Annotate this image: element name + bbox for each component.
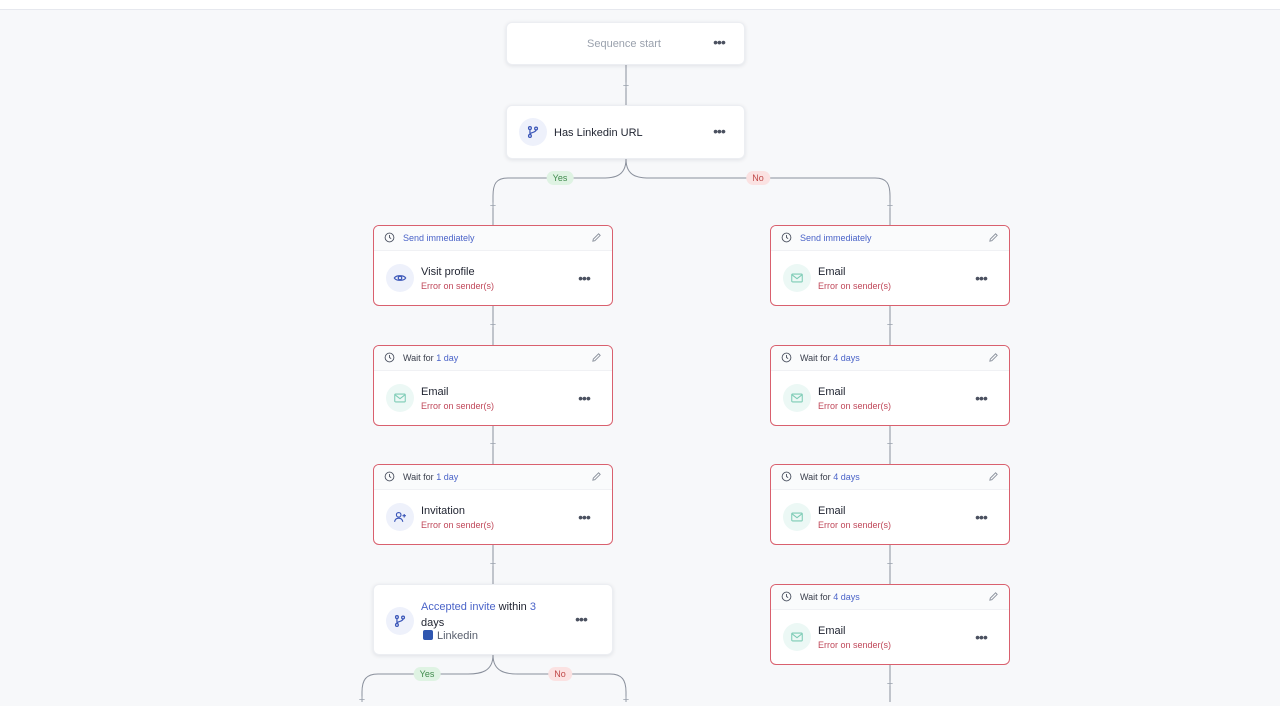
step-error: Error on sender(s) xyxy=(818,401,892,411)
add-step-button[interactable]: + xyxy=(489,558,497,570)
step-timing: Wait for 4 days xyxy=(800,472,860,482)
step-error: Error on sender(s) xyxy=(421,520,495,530)
more-options-icon[interactable]: ••• xyxy=(575,611,588,627)
step-email[interactable]: Send immediately Email Error on sender(s… xyxy=(770,225,1010,306)
user-plus-icon xyxy=(386,503,414,531)
step-header xyxy=(771,346,1009,371)
step-visit-profile[interactable]: Send immediately Visit profile Error on … xyxy=(373,225,613,306)
branch-icon xyxy=(519,118,547,146)
step-error: Error on sender(s) xyxy=(421,281,495,291)
linkedin-icon xyxy=(423,630,433,640)
pencil-icon[interactable] xyxy=(988,471,999,482)
step-timing: Wait for 1 day xyxy=(403,472,459,482)
more-options-icon[interactable]: ••• xyxy=(578,390,591,406)
pencil-icon[interactable] xyxy=(591,232,602,243)
add-step-button[interactable]: + xyxy=(622,80,630,92)
more-options-icon[interactable]: ••• xyxy=(578,509,591,525)
add-step-button[interactable]: + xyxy=(622,694,630,706)
clock-icon xyxy=(781,232,792,243)
add-step-button[interactable]: + xyxy=(886,558,894,570)
linkedin-channel: Linkedin xyxy=(423,630,478,642)
step-title: Email xyxy=(818,505,846,517)
mail-icon xyxy=(386,384,414,412)
step-title: Visit profile xyxy=(421,266,475,278)
step-timing: Wait for 1 day xyxy=(403,353,459,363)
pencil-icon[interactable] xyxy=(591,471,602,482)
sequence-start-label: Sequence start xyxy=(587,38,661,50)
branch-yes-label: Yes xyxy=(546,171,574,185)
mail-icon xyxy=(783,623,811,651)
clock-icon xyxy=(781,352,792,363)
clock-icon xyxy=(384,232,395,243)
add-step-button[interactable]: + xyxy=(358,694,366,706)
branch-no-label: No xyxy=(548,667,572,681)
step-timing: Wait for 4 days xyxy=(800,353,860,363)
add-step-button[interactable]: + xyxy=(489,438,497,450)
more-options-icon[interactable]: ••• xyxy=(975,270,988,286)
more-options-icon[interactable]: ••• xyxy=(975,629,988,645)
step-title: Invitation xyxy=(421,505,466,517)
branch-yes-label: Yes xyxy=(413,667,441,681)
pencil-icon[interactable] xyxy=(988,232,999,243)
add-step-button[interactable]: + xyxy=(489,319,497,331)
clock-icon xyxy=(781,471,792,482)
step-email[interactable]: Wait for 1 day Email Error on sender(s) … xyxy=(373,345,613,426)
branch-icon xyxy=(386,607,414,635)
step-title: Email xyxy=(818,266,846,278)
add-step-button[interactable]: + xyxy=(886,200,894,212)
clock-icon xyxy=(384,352,395,363)
step-title: Email xyxy=(421,386,449,398)
step-title: Email xyxy=(818,386,846,398)
branch-no-label: No xyxy=(746,171,770,185)
step-timing: Send immediately xyxy=(800,233,872,243)
sequence-start-node[interactable]: Sequence start ••• xyxy=(506,22,745,65)
clock-icon xyxy=(781,591,792,602)
more-options-icon[interactable]: ••• xyxy=(975,509,988,525)
add-step-button[interactable]: + xyxy=(886,678,894,690)
condition-title: Has Linkedin URL xyxy=(554,127,643,139)
more-options-icon[interactable]: ••• xyxy=(578,270,591,286)
step-error: Error on sender(s) xyxy=(818,640,892,650)
step-header xyxy=(771,585,1009,610)
more-options-icon[interactable]: ••• xyxy=(713,34,726,50)
add-step-button[interactable]: + xyxy=(886,438,894,450)
step-error: Error on sender(s) xyxy=(421,401,495,411)
pencil-icon[interactable] xyxy=(591,352,602,363)
pencil-icon[interactable] xyxy=(988,352,999,363)
step-timing: Send immediately xyxy=(403,233,475,243)
step-header xyxy=(374,226,612,251)
step-header xyxy=(771,465,1009,490)
step-title: Email xyxy=(818,625,846,637)
step-email[interactable]: Wait for 4 days Email Error on sender(s)… xyxy=(770,464,1010,545)
mail-icon xyxy=(783,384,811,412)
clock-icon xyxy=(384,471,395,482)
condition-has-linkedin-node[interactable]: Has Linkedin URL ••• xyxy=(506,105,745,159)
add-step-button[interactable]: + xyxy=(489,200,497,212)
step-email[interactable]: Wait for 4 days Email Error on sender(s)… xyxy=(770,345,1010,426)
step-header xyxy=(374,346,612,371)
top-bar xyxy=(0,0,1280,10)
more-options-icon[interactable]: ••• xyxy=(975,390,988,406)
mail-icon xyxy=(783,503,811,531)
add-step-button[interactable]: + xyxy=(886,319,894,331)
more-options-icon[interactable]: ••• xyxy=(713,123,726,139)
step-header xyxy=(374,465,612,490)
step-invitation[interactable]: Wait for 1 day Invitation Error on sende… xyxy=(373,464,613,545)
step-email[interactable]: Wait for 4 days Email Error on sender(s)… xyxy=(770,584,1010,665)
step-error: Error on sender(s) xyxy=(818,520,892,530)
step-header xyxy=(771,226,1009,251)
step-error: Error on sender(s) xyxy=(818,281,892,291)
step-timing: Wait for 4 days xyxy=(800,592,860,602)
pencil-icon[interactable] xyxy=(988,591,999,602)
mail-icon xyxy=(783,264,811,292)
eye-icon xyxy=(386,264,414,292)
